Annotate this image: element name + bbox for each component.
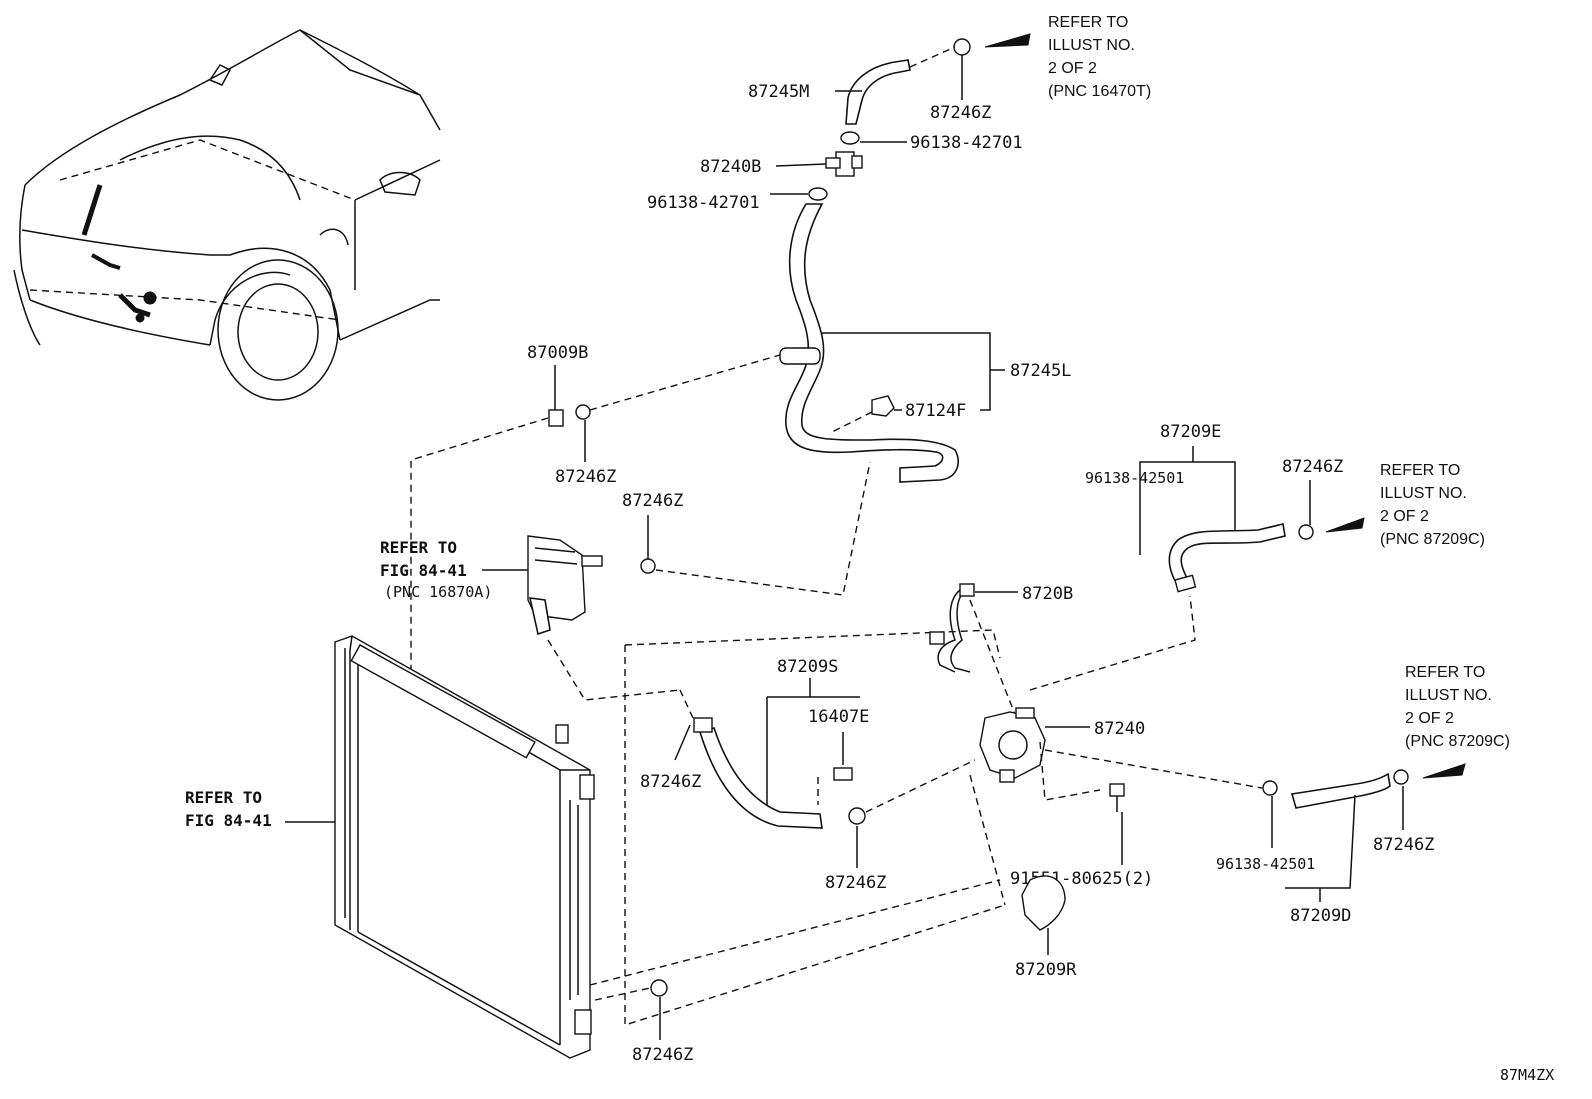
hose-87245M [845,59,911,125]
clip-87246Z-d [1298,524,1314,540]
hose-87245L [779,203,959,483]
dash-clip-f-to-pump [865,759,976,813]
svg-text:(PNC 16870A): (PNC 16870A) [384,583,492,601]
hose-87209E [1168,523,1286,593]
dash-cooler-to-hose [547,639,681,701]
dash-frame-top [624,629,1001,659]
clamp-96138-42701-b [808,187,828,201]
label-87124F: 87124F [905,401,966,421]
label-87246Z-d: 87246Z [1282,457,1343,477]
label-87245M: 87245M [748,82,809,102]
cover-87209R [1021,875,1066,931]
label-87209E: 87209E [1160,422,1221,442]
svg-text:(PNC 16470T): (PNC 16470T) [1048,83,1151,100]
label-87246Z-f: 87246Z [825,873,886,893]
clip-87246Z-b [575,404,591,420]
label-87246Z-top: 87246Z [930,103,991,123]
refer-note-right2: REFER TO ILLUST NO. 2 OF 2 (PNC 87209C) [1405,664,1510,750]
svg-text:ILLUST NO.: ILLUST NO. [1048,37,1135,54]
bracket-87245L [822,332,991,411]
svg-text:REFER TO: REFER TO [185,788,262,807]
leader-87246Z-e [674,724,691,761]
bracket-87209S [766,696,860,812]
svg-text:REFER TO: REFER TO [1048,14,1128,31]
svg-text:REFER TO: REFER TO [1405,664,1485,681]
label-87246Z-h: 87246Z [1373,835,1434,855]
dash-radiator-to-87209R [589,879,1001,986]
label-87240B: 87240B [700,157,761,177]
plug-16407E [833,767,853,781]
svg-text:(PNC 87209C): (PNC 87209C) [1380,531,1485,548]
label-87209D: 87209D [1290,906,1351,926]
bracket-87209E [1139,446,1236,555]
label-87209R: 87209R [1015,960,1077,980]
refer-note-fig-84-41-a: REFER TO FIG 84-41 (PNC 16870A) [380,538,492,601]
svg-text:FIG 84-41: FIG 84-41 [380,561,467,580]
water-pump-87240 [979,707,1046,783]
label-96138-42701-a: 96138-42701 [910,133,1023,153]
arrow-refer-right2-icon [1422,763,1466,779]
arrow-refer-top-icon [984,33,1031,48]
label-87246Z-b: 87246Z [555,467,616,487]
svg-text:ILLUST NO.: ILLUST NO. [1405,687,1492,704]
svg-text:FIG 84-41: FIG 84-41 [185,811,272,830]
svg-text:2 OF 2: 2 OF 2 [1048,60,1097,77]
dash-87009B-to-radiator [359,417,549,723]
label-87240: 87240 [1094,719,1145,739]
hose-87209D [1290,772,1391,809]
bracket-87209D [1285,794,1356,889]
dash-frame-left [624,645,1006,1026]
bracket-87124F [871,395,895,417]
label-8720B: 8720B [1022,584,1073,604]
label-16407E: 16407E [808,707,869,727]
bolt-91551-80625 [1109,783,1125,812]
arrow-refer-right1-icon [1325,517,1365,533]
svg-text:ILLUST NO.: ILLUST NO. [1380,485,1467,502]
dash-pump-to-87209E [1029,595,1196,691]
clamp-96138-42701-a [840,131,860,145]
dash-87124F [831,411,873,433]
clip-87246Z-h [1393,769,1409,785]
dash-87209S-top [679,689,694,719]
harness-8720B [929,583,975,673]
svg-text:2 OF 2: 2 OF 2 [1405,710,1454,727]
label-96138-42701-b: 96138-42701 [647,193,760,213]
svg-text:REFER TO: REFER TO [1380,462,1460,479]
clip-87246Z-top [909,38,971,100]
svg-text:(PNC 87209C): (PNC 87209C) [1405,733,1510,750]
label-87246Z-e: 87246Z [640,772,701,792]
refer-note-fig-84-41-b: REFER TO FIG 84-41 [185,788,272,830]
valve-87240B [825,151,863,177]
dash-radiator-to-clip-g [594,987,651,1001]
svg-text:2 OF 2: 2 OF 2 [1380,508,1429,525]
part-87009B [548,409,564,427]
vehicle-outline-illustration [13,29,441,401]
hose-87209S [693,717,823,829]
clip-87246Z-f [848,807,866,825]
oil-cooler-16870A [527,535,603,636]
dash-8720B [969,599,1019,723]
label-87209S: 87209S [777,657,838,677]
refer-note-top: REFER TO ILLUST NO. 2 OF 2 (PNC 16470T) [1048,14,1151,100]
leader-87240B [775,163,827,167]
dash-pump-to-87209D [1044,749,1263,789]
label-96138-42501-a: 96138-42501 [1085,469,1184,487]
clip-87246Z-c [640,558,656,574]
dash-pump-to-87209R [969,774,1006,906]
radiator-assembly [334,635,595,1059]
label-87009B: 87009B [527,343,588,363]
refer-note-right1: REFER TO ILLUST NO. 2 OF 2 (PNC 87209C) [1380,462,1485,548]
clamp-96138-42501-b [1262,780,1278,796]
diagram-code: 87M4ZX [1500,1066,1554,1084]
dash-87246Z-c [655,461,871,596]
label-96138-42501-b: 96138-42501 [1216,855,1315,873]
label-87246Z-c: 87246Z [622,491,683,511]
dash-87009B-to-hose [589,354,781,411]
label-87245L: 87245L [1010,361,1071,381]
svg-text:REFER TO: REFER TO [380,538,457,557]
clip-87246Z-g [650,979,668,997]
label-87246Z-g: 87246Z [632,1045,693,1065]
